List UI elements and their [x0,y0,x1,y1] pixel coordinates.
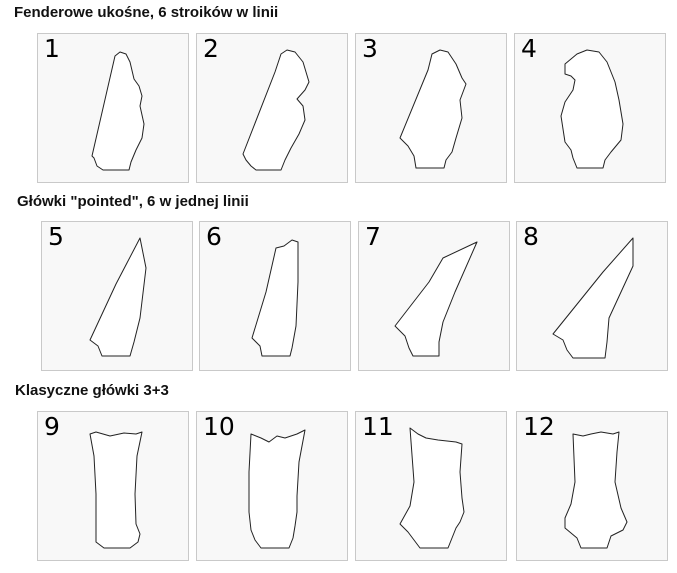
headstock-thumbnail-1[interactable]: 1 [37,33,189,183]
section-title-fender: Fenderowe ukośne, 6 stroików w linii [14,4,279,21]
headstock-2-outline [242,49,310,171]
item-number: 9 [44,412,60,441]
headstock-10-outline [248,429,306,549]
item-number: 5 [48,222,64,251]
headstock-thumbnail-12[interactable]: 12 [516,411,668,561]
item-number: 3 [362,34,378,63]
headstock-12-outline [564,431,628,549]
headstock-thumbnail-6[interactable]: 6 [199,221,351,371]
headstock-thumbnail-9[interactable]: 9 [37,411,189,561]
headstock-6-outline [251,239,299,357]
headstock-7-outline [394,241,478,357]
headstock-thumbnail-8[interactable]: 8 [516,221,668,371]
headstock-thumbnail-7[interactable]: 7 [358,221,510,371]
headstock-thumbnail-5[interactable]: 5 [41,221,193,371]
item-number: 4 [521,34,537,63]
item-number: 8 [523,222,539,251]
headstock-thumbnail-2[interactable]: 2 [196,33,348,183]
headstock-1-outline [91,51,145,171]
headstock-5-outline [89,237,147,357]
section-title-pointed: Główki "pointed", 6 w jednej linii [17,193,249,210]
headstock-9-outline [89,431,143,549]
headstock-thumbnail-4[interactable]: 4 [514,33,666,183]
item-number: 2 [203,34,219,63]
item-number: 1 [44,34,60,63]
item-number: 6 [206,222,222,251]
headstock-11-outline [399,427,465,549]
item-number: 12 [523,412,555,441]
headstock-thumbnail-10[interactable]: 10 [196,411,348,561]
headstock-thumbnail-11[interactable]: 11 [355,411,507,561]
headstock-4-outline [560,49,624,169]
headstock-3-outline [399,49,467,169]
headstock-thumbnail-3[interactable]: 3 [355,33,507,183]
section-title-classic: Klasyczne główki 3+3 [15,382,169,399]
headstock-8-outline [552,237,634,359]
item-number: 11 [362,412,394,441]
item-number: 10 [203,412,235,441]
item-number: 7 [365,222,381,251]
